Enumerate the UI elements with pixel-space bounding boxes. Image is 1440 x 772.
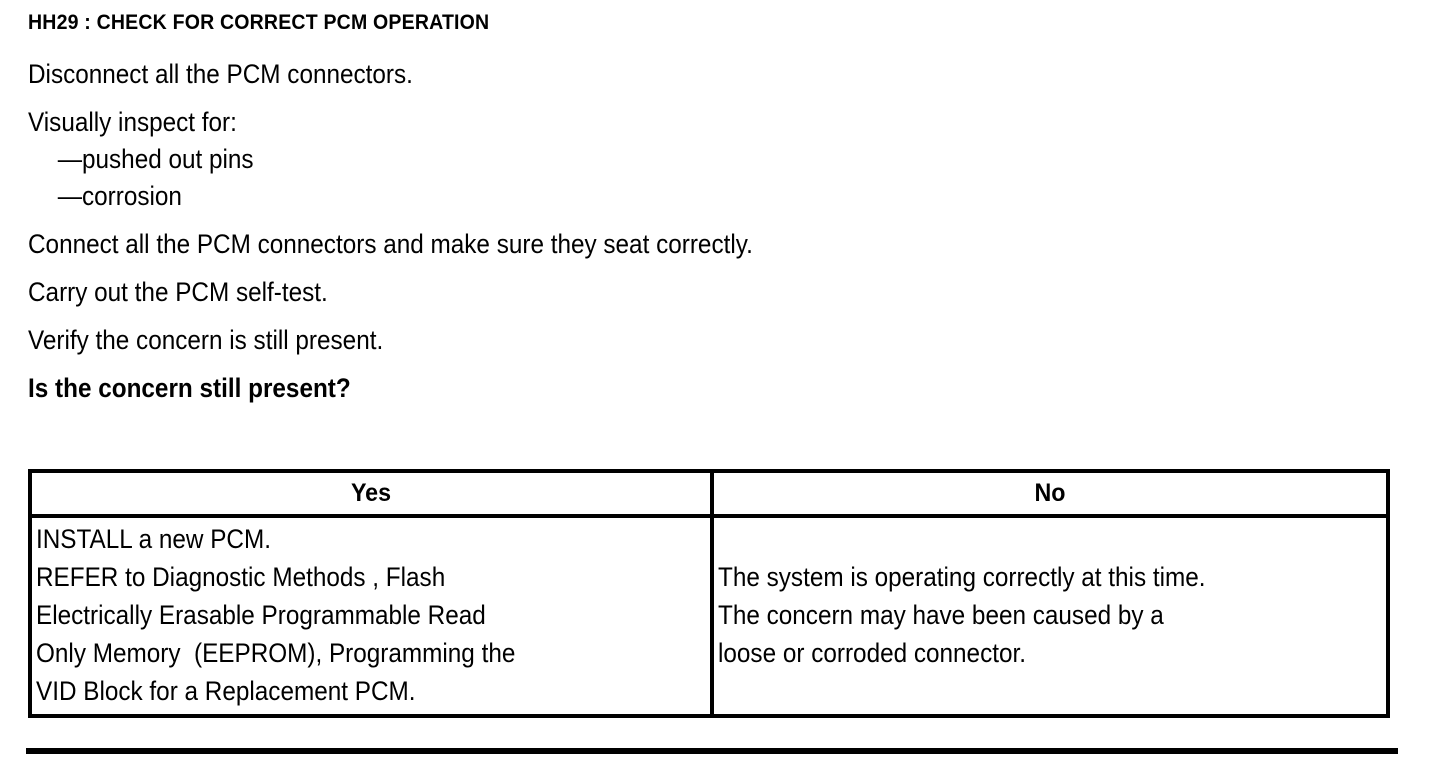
yes-cell-line: Only Memory (EEPROM), Programming the (36, 638, 516, 668)
procedure-step-line: Is the concern still present? (28, 373, 351, 403)
yes-cell-line: VID Block for a Replacement PCM. (36, 676, 416, 706)
column-header-no-label: No (1034, 479, 1066, 507)
table-header-row: Yes No (32, 473, 1386, 518)
yes-cell-line: INSTALL a new PCM. (36, 524, 271, 554)
procedure-step-line: Visually inspect for: (28, 107, 237, 137)
no-cell-line: The system is operating correctly at thi… (718, 562, 1206, 592)
decision-table: Yes No INSTALL a new PCM. REFER to Diagno… (28, 469, 1390, 718)
table-cell-yes: INSTALL a new PCM. REFER to Diagnostic Me… (32, 518, 710, 714)
no-cell-line: loose or corroded connector. (718, 638, 1026, 668)
no-action-text: The system is operating correctly at thi… (714, 518, 1386, 714)
table-body-row: INSTALL a new PCM. REFER to Diagnostic Me… (32, 518, 1386, 714)
yes-cell-line: Electrically Erasable Programmable Read (36, 600, 486, 630)
page-title: HH29 : CHECK FOR CORRECT PCM OPERATION (28, 11, 490, 34)
procedure-step-line: Verify the concern is still present. (28, 325, 384, 355)
yes-action-text: INSTALL a new PCM. REFER to Diagnostic Me… (32, 518, 710, 714)
table-header-cell-yes: Yes (32, 473, 710, 514)
procedure-step-line: —pushed out pins (57, 144, 254, 174)
procedure-step-line: —corrosion (57, 181, 182, 211)
procedure-step-line: Connect all the PCM connectors and make … (28, 229, 753, 259)
procedure-step-line: Carry out the PCM self-test. (28, 277, 328, 307)
footer-divider-rule (26, 748, 1398, 754)
yes-cell-line: REFER to Diagnostic Methods , Flash (36, 562, 446, 592)
table-header-cell-no: No (710, 473, 1386, 514)
procedure-steps-list: Disconnect all the PCM connectors. Visual… (28, 56, 1388, 407)
procedure-step-line: Disconnect all the PCM connectors. (28, 59, 413, 89)
table-cell-no: The system is operating correctly at thi… (710, 518, 1386, 714)
no-cell-line: The concern may have been caused by a (718, 600, 1164, 630)
column-header-yes-label: Yes (350, 479, 392, 507)
